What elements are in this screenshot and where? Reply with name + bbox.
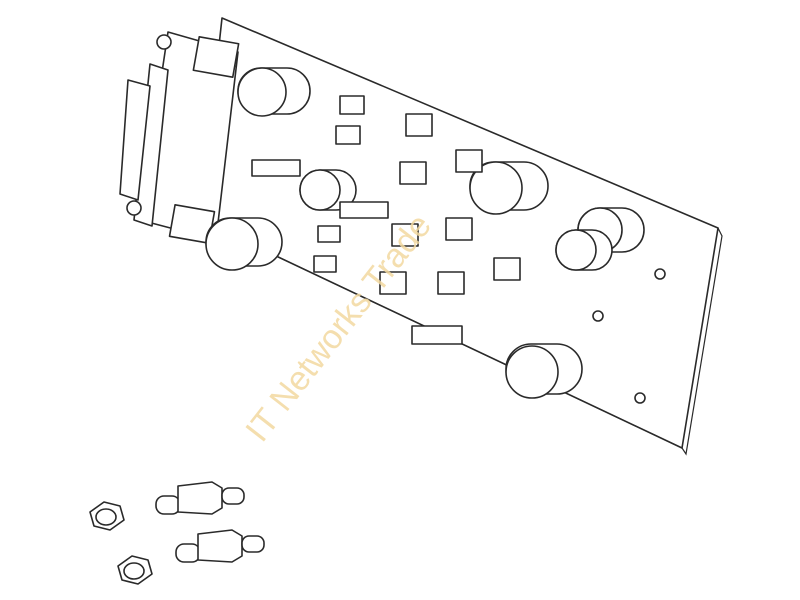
capacitor-6 — [555, 229, 613, 271]
hex-nut-2 — [117, 555, 153, 585]
capacitor-4 — [469, 161, 549, 215]
standoff-2 — [175, 529, 265, 563]
hex-nut-1 — [89, 501, 125, 531]
ic-chips — [313, 95, 521, 295]
capacitor-1 — [237, 67, 311, 117]
standoff-1 — [155, 481, 245, 515]
dsub-connector — [119, 31, 240, 245]
resistors — [251, 159, 463, 345]
capacitor-3 — [299, 169, 357, 211]
capacitor-7 — [505, 343, 583, 399]
capacitor-2 — [205, 217, 283, 271]
